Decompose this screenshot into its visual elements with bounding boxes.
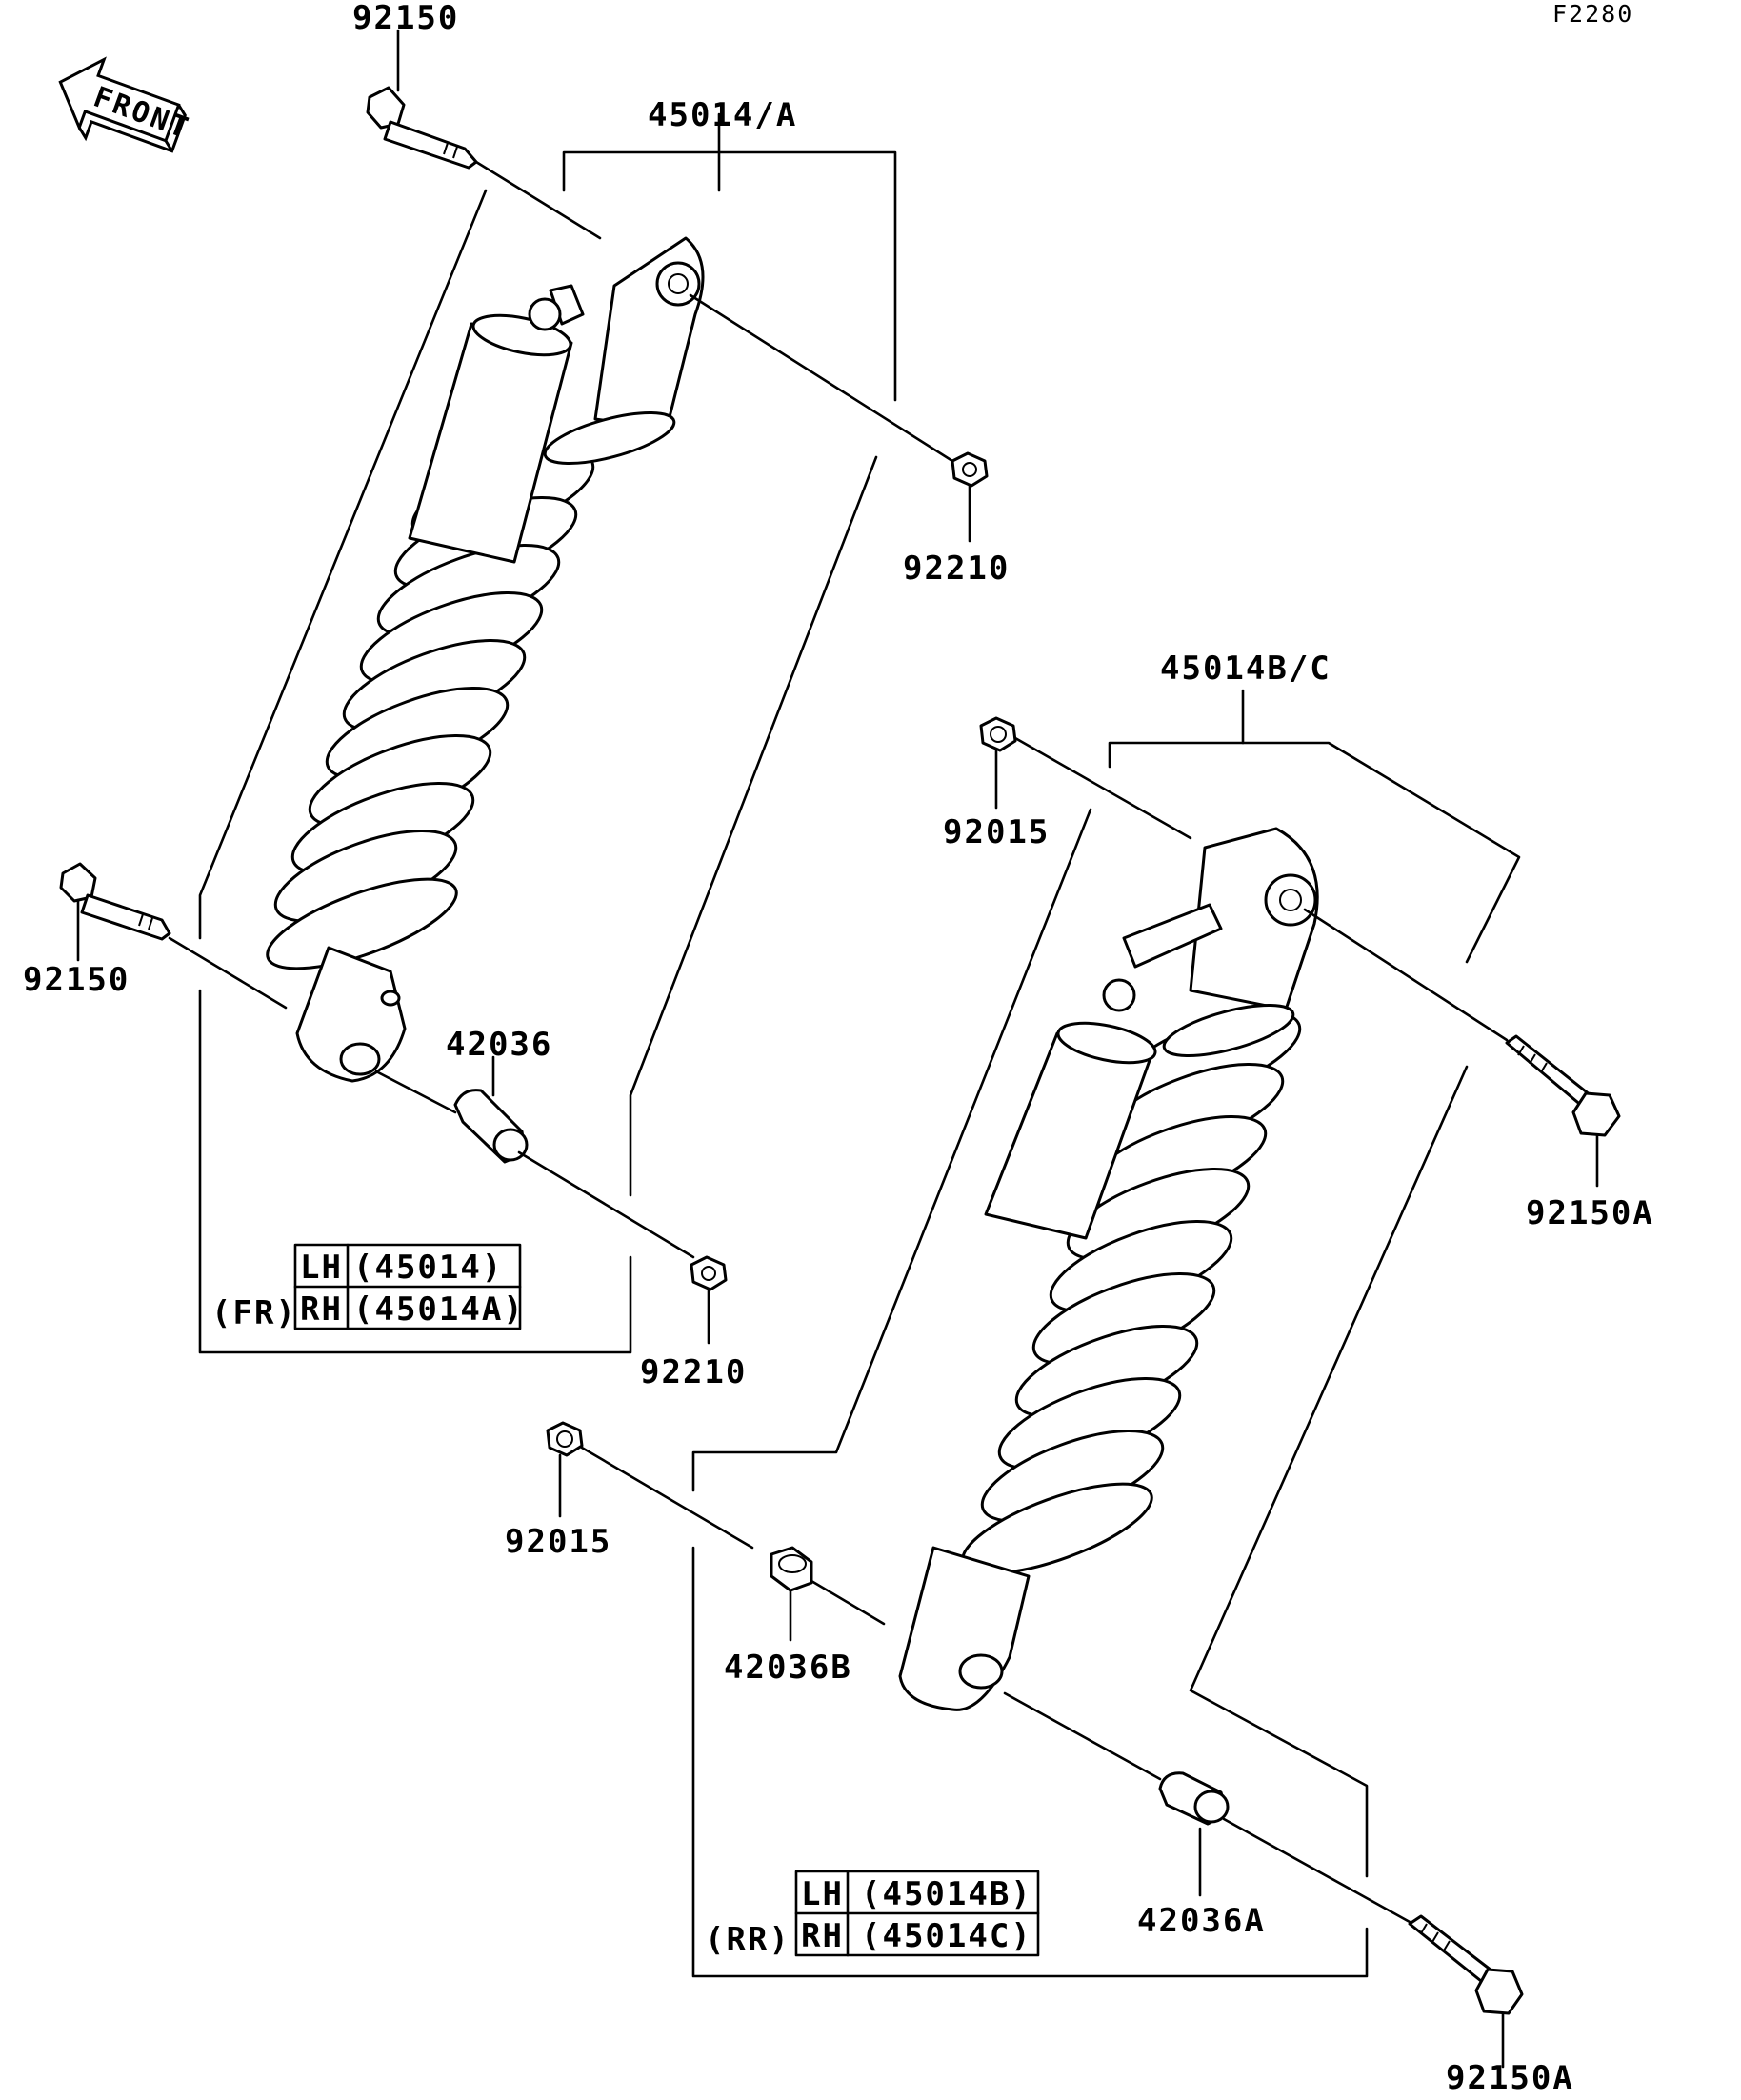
collar-rear-42036A [1003,1691,1411,1924]
bolt-rear-lower-92150A [1408,1914,1524,2069]
rear-variant-table: LH (45014B) RH (45014C) (RR) [705,1870,1040,1959]
nut-rear-lower-92015 [546,1421,754,1550]
bolt-top-92150 [366,86,602,240]
collar-rear-42036B [770,1546,886,1642]
rear-table-row2-part: (45014C) [861,1917,1032,1955]
label-collar-rear-b: 42036B [724,1649,852,1687]
label-bolt-rear-upper: 92150A [1526,1194,1654,1232]
rear-table-row1-part: (45014B) [861,1875,1032,1913]
front-table-row1-part: (45014) [353,1249,503,1287]
label-nut-front-lower: 92210 [640,1353,747,1391]
bolt-front-lower-92150 [59,862,288,1010]
nut-rear-upper-92015 [979,716,1192,840]
front-variant-table: LH (45014) RH (45014A) (FR) [211,1243,525,1332]
label-bolt-front-lower: 92150 [23,961,130,999]
label-rear-shock-assy: 45014B/C [1160,650,1331,688]
label-nut-front-upper: 92210 [903,550,1010,588]
label-collar-front: 42036 [446,1026,552,1064]
bolt-rear-upper-92150A [1303,908,1621,1188]
nut-front-lower-92210 [690,1255,728,1345]
rear-table-row2-side: RH [801,1917,844,1955]
nut-front-upper-92210 [689,293,989,543]
label-bolt-rear-lower: 92150A [1446,2059,1574,2097]
label-bolt-top: 92150 [352,0,459,37]
rear-table-row1-side: LH [801,1875,844,1913]
diagram-code: F2280 [1552,0,1633,28]
front-table-row1-side: LH [300,1249,343,1287]
front-table-position: (FR) [211,1294,297,1332]
label-front-shock-assy: 45014/A [648,96,797,134]
label-nut-rear-upper: 92015 [943,813,1050,851]
front-table-row2-part: (45014A) [353,1290,525,1329]
label-collar-rear-a: 42036A [1137,1902,1266,1940]
front-shock-absorber [198,112,897,1354]
front-arrow-icon: FRONT [58,56,194,153]
rear-spring [961,1010,1302,1575]
collar-front-42036 [374,1055,695,1259]
rear-table-position: (RR) [705,1921,790,1959]
rear-shock-absorber [691,689,1521,1978]
label-nut-rear-lower: 92015 [505,1523,611,1561]
front-table-row2-side: RH [300,1290,343,1329]
